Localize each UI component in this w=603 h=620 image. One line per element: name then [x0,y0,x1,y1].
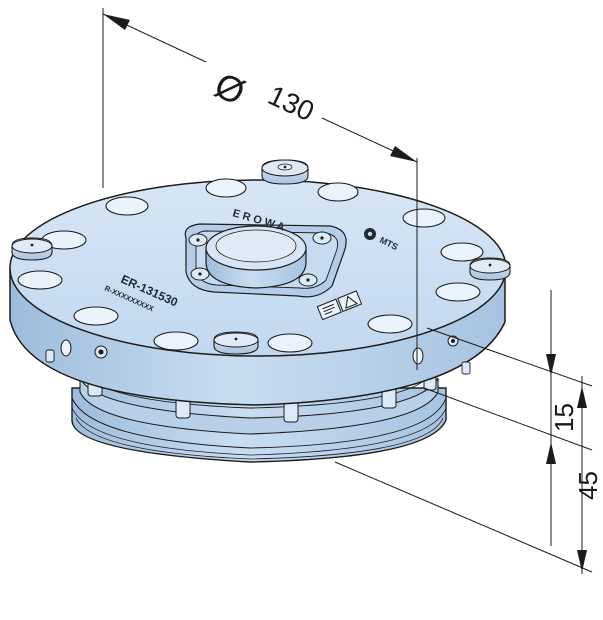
dimension-arrow [103,14,130,30]
height-lower-value: 45 [573,471,603,500]
datum-button [261,159,309,185]
dimension-arrow [577,386,587,408]
warning-triangle-icon [345,295,359,309]
pocket [267,333,313,353]
pocket [73,306,119,326]
height-upper-value: 15 [549,403,579,432]
chuck-screw [190,267,210,281]
pocket [17,270,63,290]
pocket [105,196,149,216]
height-dimension: 15 45 [334,290,603,574]
pocket [440,242,484,262]
dimension-arrow [546,354,556,376]
dimension-arrow [546,442,556,464]
chuck-screw [312,231,332,245]
dimension-arrow [577,550,587,572]
diameter-symbol: Ø [209,64,252,113]
pocket [402,208,446,228]
datum-button [213,331,259,355]
datum-button [469,257,511,281]
manual-icon [322,303,335,315]
brand-logo-icon [364,228,376,240]
pocket [205,178,247,198]
dimension-arrow [390,146,417,162]
pocket [435,282,481,302]
chuck-screw [298,273,318,287]
side-hole [60,339,72,357]
chuck-screw [188,233,208,247]
diameter-value: 130 [263,79,318,127]
side-hole [412,347,424,365]
pocket [317,182,359,202]
pocket [367,314,413,334]
side-screw [94,345,108,359]
warning-labels [316,290,363,321]
datum-button [11,237,53,261]
center-chuck [184,223,347,298]
pocket [153,331,199,351]
top-pockets [17,178,484,353]
